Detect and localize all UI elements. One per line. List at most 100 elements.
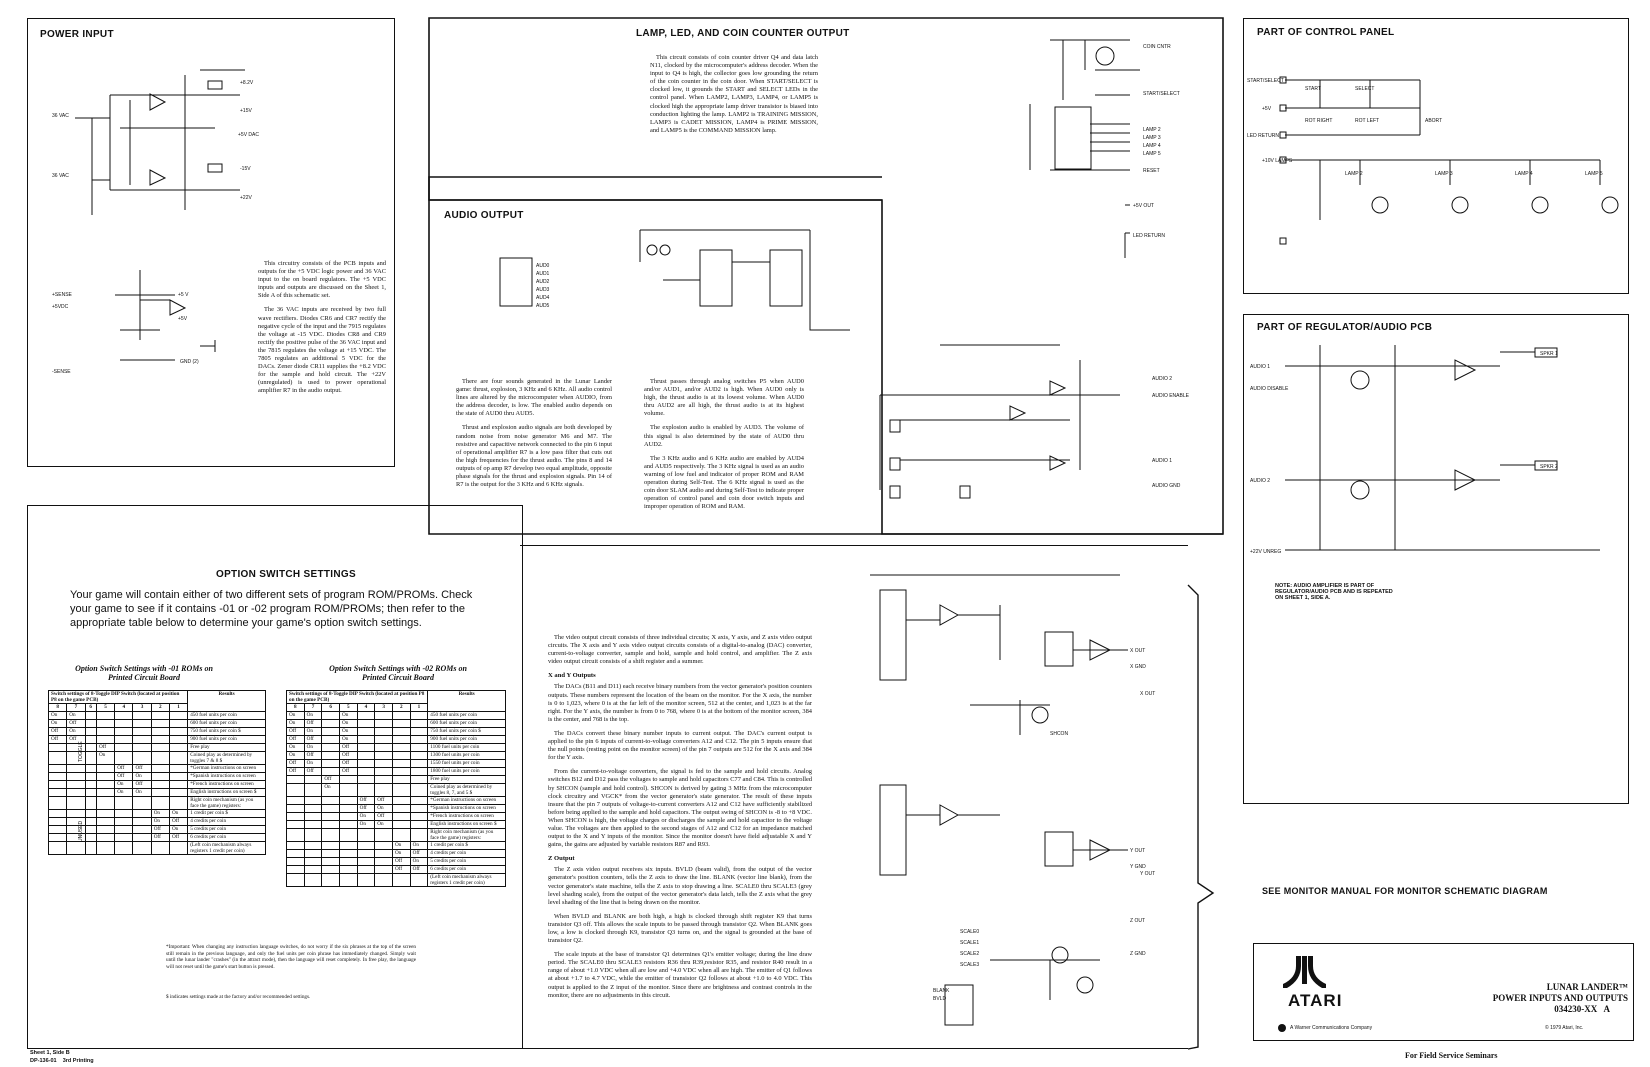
table2-switch-cell: Off: [303, 735, 323, 744]
table2-switch-cell: [374, 711, 393, 720]
table2-switch-cell: [409, 820, 429, 829]
table1-switch-number: 2: [150, 703, 170, 712]
table1-switch-cell: Off: [132, 780, 152, 789]
table2-switch-cell: [321, 849, 340, 858]
table2-switch-cell: [409, 743, 429, 752]
table1-switch-cell: [95, 841, 116, 855]
table2-switch-cell: [374, 735, 393, 744]
table2-switch-cell: [286, 783, 305, 797]
table1-switch-cell: [66, 764, 86, 773]
table2-switch-cell: [356, 719, 376, 728]
table2-result-cell: 1100 fuel units per coin: [427, 743, 506, 752]
table2-switch-cell: Off: [374, 812, 393, 821]
reset-label: RESET: [1143, 168, 1160, 174]
table1-switch-number: 6: [84, 703, 97, 712]
table2-switch-cell: [338, 775, 358, 784]
sheet-line1: Sheet 1, Side B: [30, 1050, 70, 1056]
table2-switch-cell: [391, 727, 411, 736]
table2-switch-cell: [374, 841, 393, 850]
table1-switch-cell: [47, 817, 68, 826]
table2-switch-cell: On: [321, 783, 340, 797]
table1-switch-cell: [84, 809, 97, 818]
table2-switch-cell: [356, 767, 376, 776]
table2-switch-cell: [391, 711, 411, 720]
table2-switch-number: 3: [374, 703, 393, 712]
table2-switch-number: 6: [321, 703, 340, 712]
table2-switch-cell: [303, 828, 323, 842]
table1-switch-cell: [168, 764, 189, 773]
table1-switch-cell: [114, 841, 134, 855]
table1-switch-number: 1: [168, 703, 189, 712]
table1-switch-cell: [114, 711, 134, 720]
table2-switch-cell: Off: [303, 767, 323, 776]
table1-result-cell: 6 credits per coin: [187, 833, 266, 842]
table2-result-cell: 450 fuel units per coin: [427, 711, 506, 720]
table2-switch-cell: [374, 865, 393, 874]
table2-switch-cell: [338, 820, 358, 829]
table2-switch-cell: [374, 828, 393, 842]
table2-switch-cell: [374, 767, 393, 776]
table2-result-cell: *Spanish instructions on screen: [427, 804, 506, 813]
table2-switch-cell: [321, 865, 340, 874]
table2-switch-cell: [356, 775, 376, 784]
start-select-label: START/SELECT: [1143, 91, 1180, 97]
table1-switch-cell: [95, 833, 116, 842]
table2-switch-cell: [286, 841, 305, 850]
table1-switch-cell: Off: [150, 825, 170, 834]
game-title: LUNAR LANDER™: [1546, 982, 1628, 992]
table1-switch-number: 4: [114, 703, 134, 712]
table1-switch-cell: [84, 772, 97, 781]
table2-switch-cell: [286, 804, 305, 813]
power-input-title: POWER INPUT: [40, 29, 114, 40]
table2-switch-cell: [356, 751, 376, 760]
table1-switch-cell: On: [66, 711, 86, 720]
table2-switch-cell: Off: [391, 857, 411, 866]
table2-switch-cell: [356, 849, 376, 858]
table2-switch-cell: [338, 857, 358, 866]
table2-result-cell: English instructions on screen $: [427, 820, 506, 829]
table1-results-head: Results: [187, 690, 266, 712]
table1-switch-cell: On: [66, 727, 86, 736]
options-footnote: *Important: When changing any instructio…: [166, 944, 416, 970]
lamp2-label: LAMP 2: [1143, 127, 1161, 133]
table2-switch-cell: [321, 820, 340, 829]
table2-switch-cell: [391, 767, 411, 776]
table2-switch-cell: [374, 783, 393, 797]
table2-switch-cell: [338, 783, 358, 797]
table2-switch-cell: On: [391, 849, 411, 858]
table2-switch-cell: [286, 812, 305, 821]
table2-switch-cell: [321, 751, 340, 760]
table2-switch-cell: [356, 727, 376, 736]
table1-switch-cell: [47, 841, 68, 855]
table1-switch-cell: [168, 780, 189, 789]
table2-switch-cell: [391, 820, 411, 829]
lamp-text: This circuit consists of coin counter dr…: [650, 54, 818, 134]
table1-switch-cell: [84, 780, 97, 789]
table2-switch-cell: Off: [338, 743, 358, 752]
table1-switch-cell: [150, 711, 170, 720]
table2-switch-cell: [303, 865, 323, 874]
table1-switch-cell: [150, 743, 170, 752]
table1-result-cell: 4 credits per coin: [187, 817, 266, 826]
table2-switch-cell: Off: [356, 804, 376, 813]
table1-switch-cell: [66, 780, 86, 789]
table1-switch-cell: [150, 788, 170, 797]
table2-switch-cell: [338, 812, 358, 821]
table1-switch-cell: Off: [168, 817, 189, 826]
video-panel: [520, 545, 1188, 1049]
table2-switch-number: 1: [409, 703, 429, 712]
table1-switch-number: 3: [132, 703, 152, 712]
table2-result-cell: 1300 fuel units per coin: [427, 751, 506, 760]
table1-switch-cell: [84, 764, 97, 773]
table2-switch-cell: [303, 820, 323, 829]
